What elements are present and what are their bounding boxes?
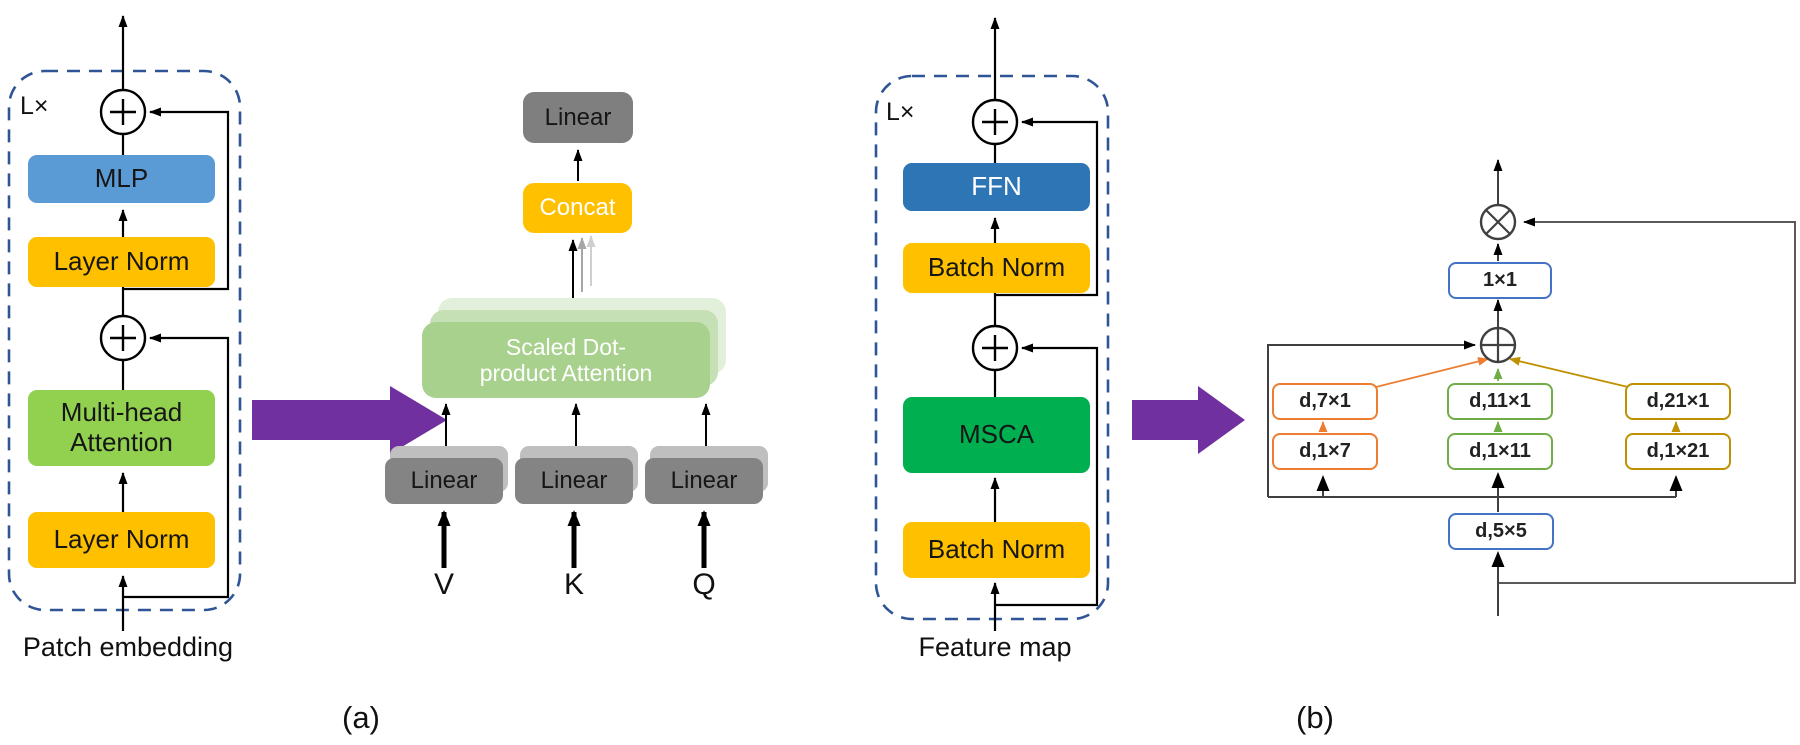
layer-norm-top-block: Layer Norm (28, 237, 215, 287)
add-icon-b-mid (971, 324, 1019, 372)
sdpa-line2: product Attention (479, 360, 653, 386)
msca-block: MSCA (903, 397, 1090, 473)
branch3-conv-21x1-block: d,21×1 (1625, 383, 1731, 420)
transformer-block-outline (7, 69, 242, 612)
scaled-dot-product-attention-block: Scaled Dot- product Attention (422, 322, 710, 398)
concat-block: Concat (523, 183, 632, 233)
multi-head-attention-line2: Attention (70, 427, 173, 457)
layer-norm-bottom-block: Layer Norm (28, 512, 215, 568)
panel-b-wires (990, 17, 1099, 631)
multi-head-attention-block: Multi-head Attention (28, 390, 215, 466)
msca-detail-wires (1267, 159, 1796, 616)
sdpa-line1: Scaled Dot- (505, 333, 627, 360)
linear-q-block: Linear (645, 458, 763, 504)
add-icon-a-mid (99, 314, 147, 362)
linear-k-block: Linear (515, 458, 633, 504)
multiply-icon (1479, 203, 1517, 241)
panel-a-wires (118, 15, 230, 631)
input-q-label: Q (692, 568, 716, 601)
expand-arrow-b (1132, 386, 1245, 454)
batch-norm-bottom-block: Batch Norm (903, 522, 1090, 578)
branch1-conv-7x1-block: d,7×1 (1272, 383, 1378, 420)
msca-block-outline (874, 74, 1110, 621)
add-icon-b-top (971, 98, 1019, 146)
linear-v-block: Linear (385, 458, 503, 504)
add-icon-a-top (99, 88, 147, 136)
attention-detail-wires (437, 149, 711, 568)
multi-head-attention-line1: Multi-head (60, 397, 183, 428)
output-linear-block: Linear (523, 92, 633, 143)
input-k-label: K (563, 568, 584, 601)
branch2-conv-11x1-block: d,11×1 (1447, 383, 1553, 420)
branch2-conv-1x11-block: d,1×11 (1447, 433, 1553, 470)
input-label-feature-map: Feature map (918, 632, 1072, 662)
caption-b: (b) (1296, 700, 1334, 735)
caption-a: (a) (342, 700, 380, 735)
conv-1x1-block: 1×1 (1448, 262, 1552, 299)
ffn-block: FFN (903, 163, 1090, 211)
input-v-label: V (433, 568, 454, 601)
branch1-conv-1x7-block: d,1×7 (1272, 433, 1378, 470)
sum-icon (1479, 326, 1517, 364)
expand-arrow-a (252, 386, 447, 454)
mlp-block: MLP (28, 155, 215, 203)
loop-count-label-a: L× (20, 92, 49, 120)
loop-count-label-b: L× (886, 98, 915, 126)
conv-5x5-block: d,5×5 (1448, 513, 1554, 550)
batch-norm-top-block: Batch Norm (903, 243, 1090, 293)
input-label-patch-embedding: Patch embedding (22, 632, 234, 662)
branch3-conv-1x21-block: d,1×21 (1625, 433, 1731, 470)
